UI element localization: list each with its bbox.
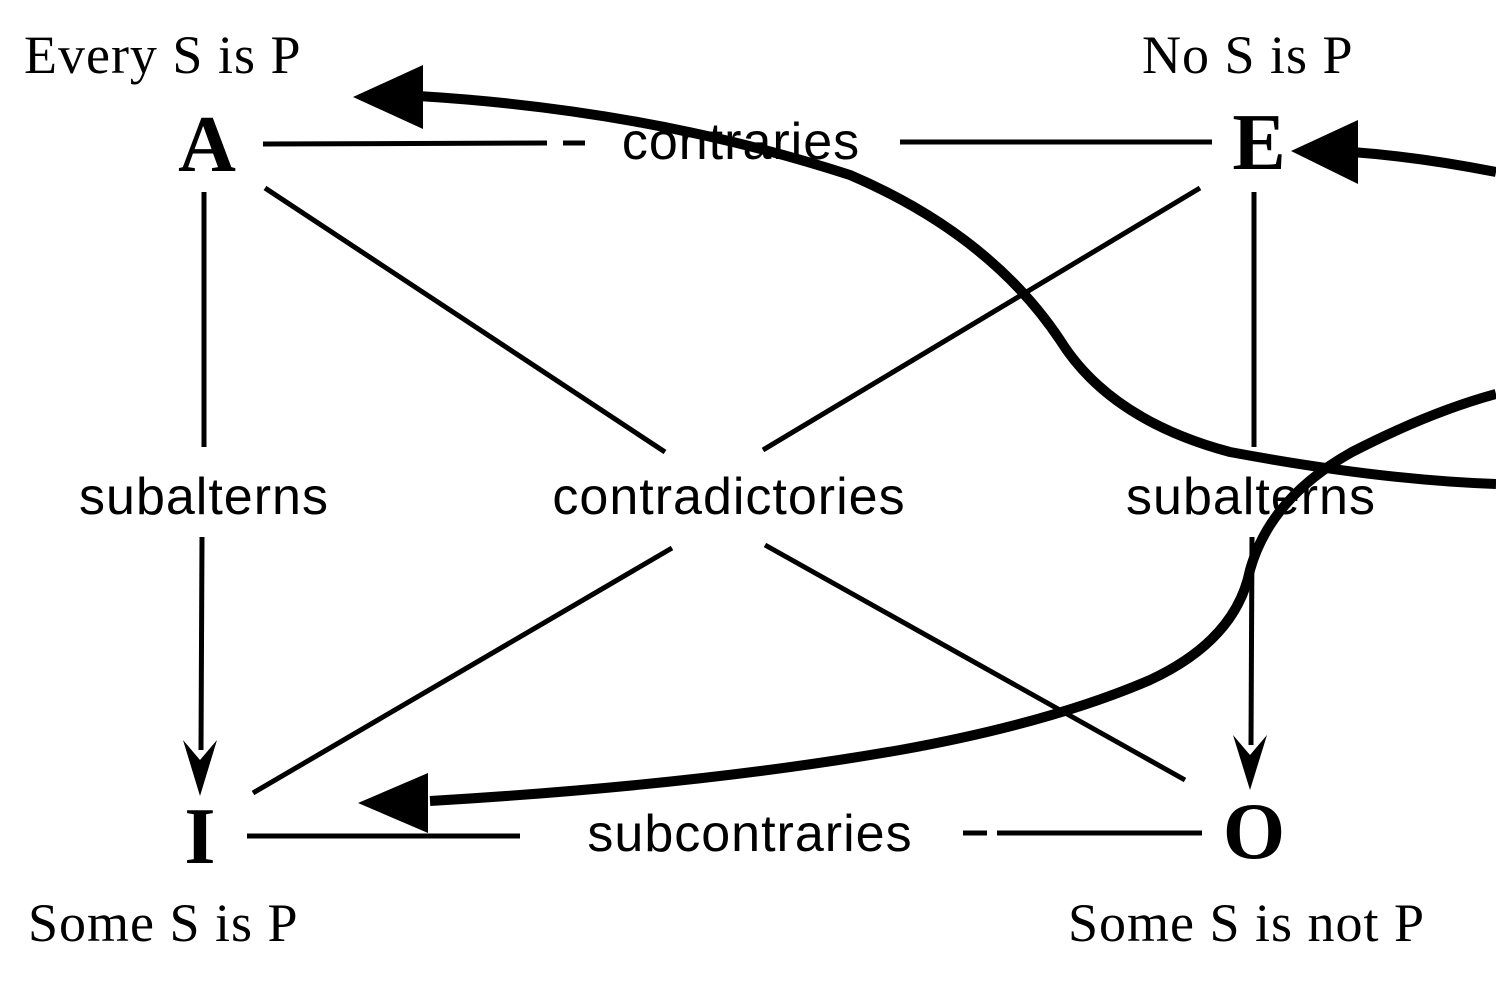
thick-arrowhead-at-i (358, 773, 428, 833)
thick-curve-to-a (417, 91, 1496, 489)
node-e-letter: E (1232, 99, 1286, 187)
node-i-statement: Some S is P (28, 893, 299, 953)
contradictories-ao-lower (763, 542, 1187, 783)
node-a-statement: Every S is P (24, 25, 302, 85)
subalterns-left-arrowhead (183, 740, 217, 796)
node-a-letter: A (178, 101, 236, 189)
contradictories-ei-lower (251, 545, 674, 796)
label-contraries: contraries (621, 113, 861, 171)
node-e-statement: No S is P (1142, 25, 1354, 85)
contradictories-ao-upper (263, 185, 667, 455)
contraries-line-left (262, 140, 548, 147)
label-subalterns-right: subalterns (1126, 468, 1376, 526)
thick-shaft-to-e (1351, 147, 1496, 177)
thick-arrowhead-at-a (353, 65, 423, 129)
node-o-letter: O (1222, 788, 1286, 876)
thick-curve-to-i (429, 389, 1496, 806)
contradictories-ei-upper (761, 185, 1202, 453)
node-o-statement: Some S is not P (1068, 893, 1426, 953)
node-i-letter: I (184, 793, 216, 881)
label-contradictories: contradictories (552, 468, 906, 526)
subalterns-right-arrowhead (1233, 735, 1267, 790)
thick-arrowhead-at-e (1291, 120, 1358, 184)
label-subalterns-left: subalterns (79, 468, 329, 526)
label-subcontraries: subcontraries (587, 805, 913, 863)
subalterns-left-line-lower (198, 536, 205, 751)
